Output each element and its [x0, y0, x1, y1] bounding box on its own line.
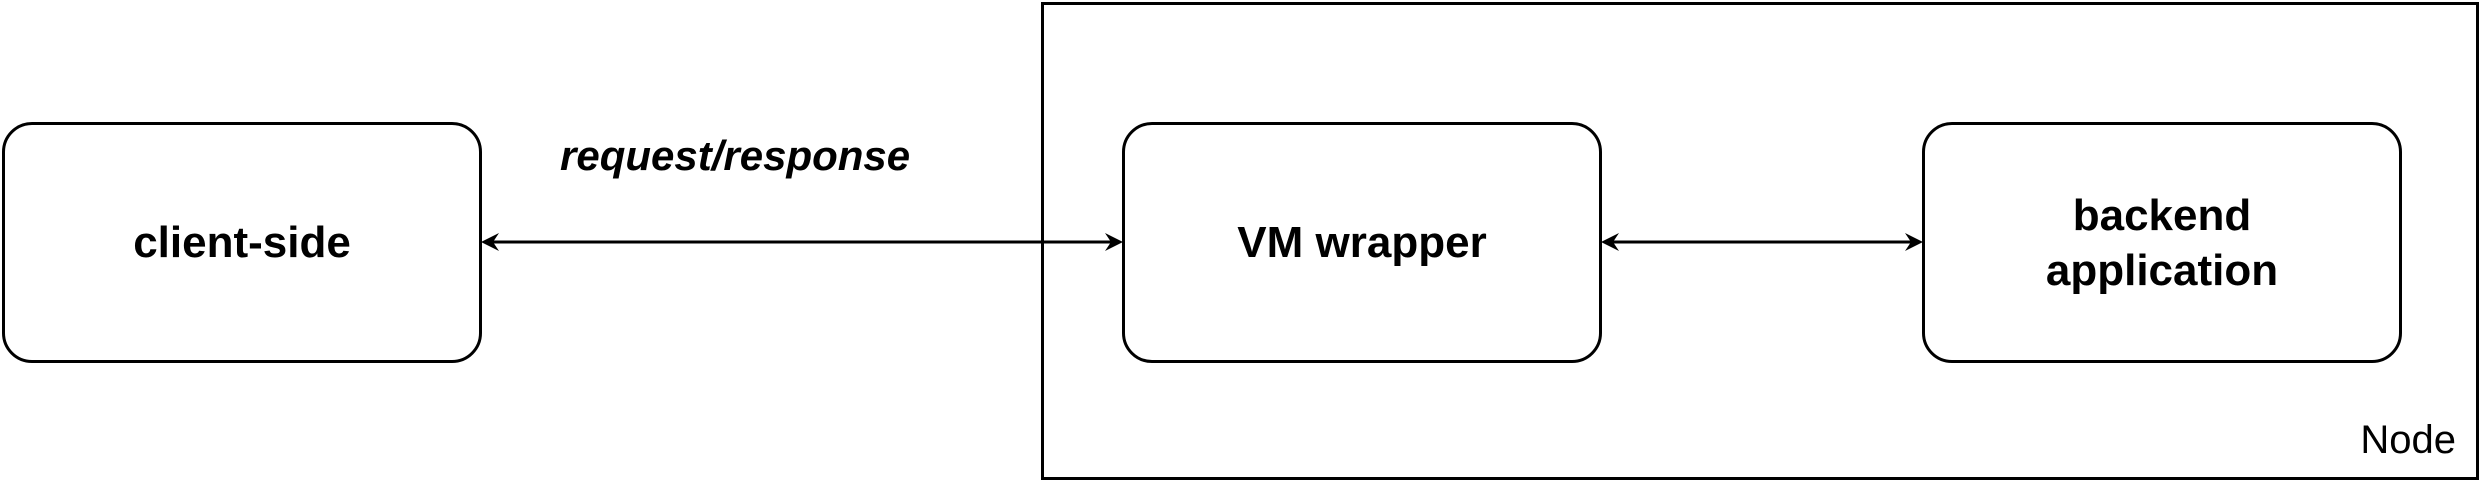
node-container-label: Node [2360, 418, 2456, 462]
client-side-label: client-side [133, 218, 351, 267]
backend-application-box: backend application [1922, 122, 2402, 363]
client-side-box: client-side [2, 122, 482, 363]
backend-application-label-line1: backend [2072, 190, 2252, 240]
vm-wrapper-box: VM wrapper [1122, 122, 1602, 363]
vm-wrapper-label: VM wrapper [1237, 218, 1487, 267]
backend-application-label-line2: application [2045, 245, 2279, 295]
request-response-label: request/response [560, 132, 911, 179]
